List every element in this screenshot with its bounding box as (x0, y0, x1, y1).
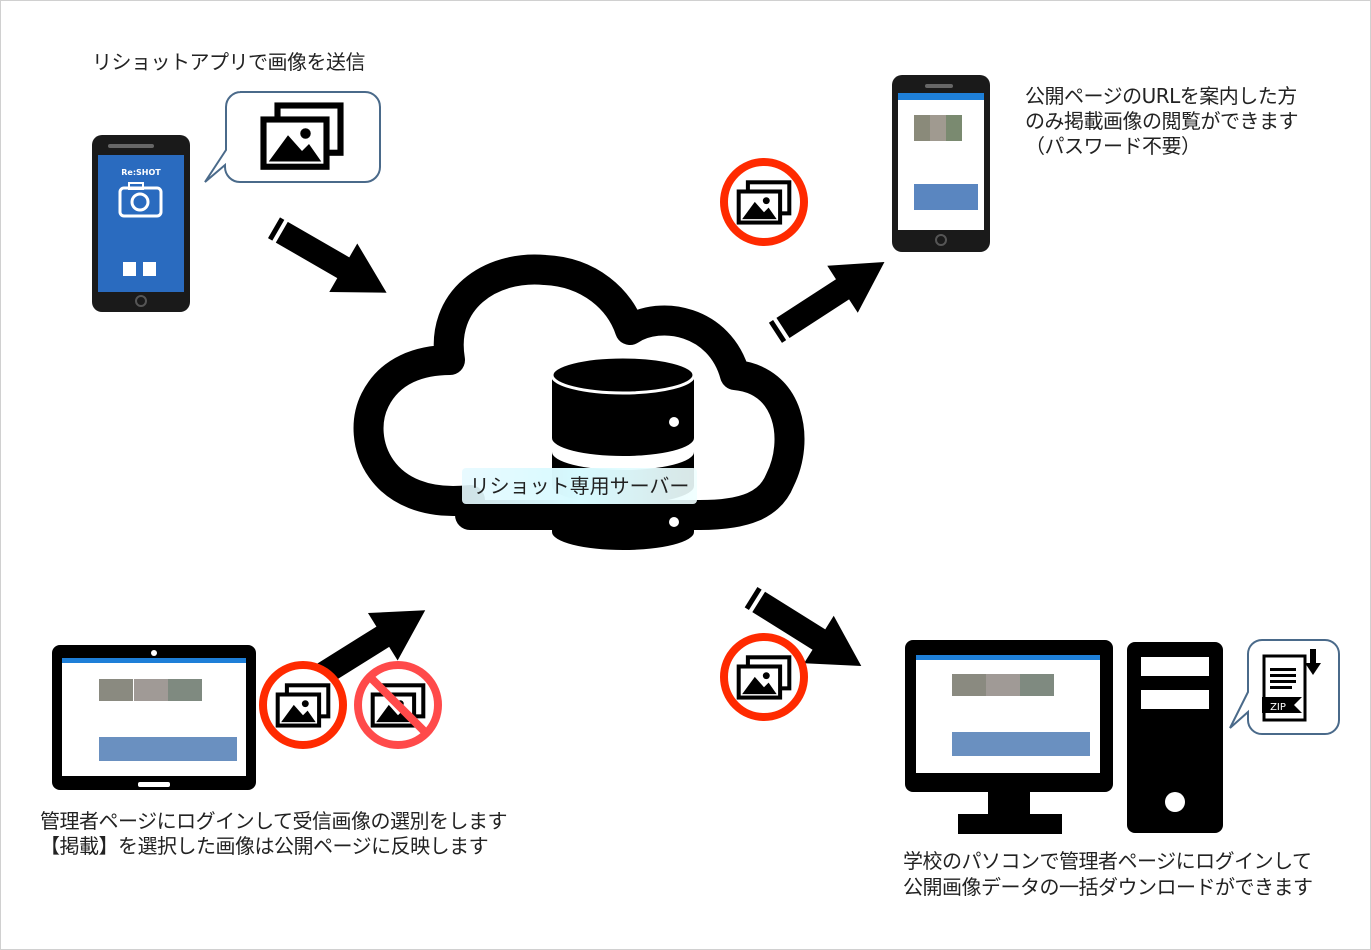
allowed-image-icon (259, 661, 347, 749)
server-label: リショット専用サーバー (462, 468, 697, 504)
smartphone-public-page (892, 75, 990, 252)
pc-caption-line1: 学校のパソコンで管理者ページにログインして (903, 849, 1312, 873)
speech-bubble-zip: ZIP (1229, 639, 1340, 735)
allowed-image-icon (720, 158, 808, 246)
image-icon (264, 106, 341, 167)
public-caption-line2: のみ掲載画像の閲覧ができます (1025, 109, 1299, 133)
arrow-icon (259, 202, 402, 318)
public-caption-line1: 公開ページのURLを案内した方 (1025, 84, 1297, 108)
tablet-admin-page (52, 645, 256, 790)
no-image-icon (354, 661, 442, 749)
public-caption-line3: （パスワード不要） (1025, 134, 1201, 158)
app-name: Re:SHOT (121, 168, 161, 177)
desktop-pc (905, 640, 1223, 834)
send-caption: リショットアプリで画像を送信 (92, 50, 366, 74)
pc-caption-line2: 公開画像データの一括ダウンロードができます (903, 875, 1313, 899)
zip-file-icon: ZIP (1262, 649, 1321, 722)
admin-caption-line2: 【掲載】を選択した画像は公開ページに反映します (40, 834, 489, 858)
speech-bubble-image (204, 91, 381, 183)
admin-caption-line1: 管理者ページにログインして受信画像の選別をします (40, 809, 508, 833)
arrow-icon (759, 237, 901, 358)
allowed-image-icon (720, 633, 808, 721)
smartphone-app: Re:SHOT (92, 135, 190, 312)
camera-icon (118, 182, 163, 218)
zip-label: ZIP (1270, 702, 1286, 713)
